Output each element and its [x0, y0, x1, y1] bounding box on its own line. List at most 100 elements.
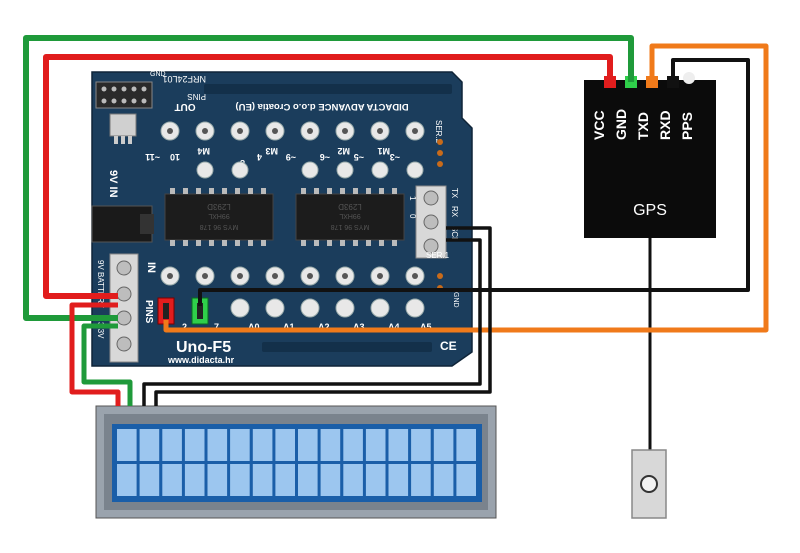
- motor-driver-chip-2: L293D 99HXL MYS 96 178: [295, 188, 405, 246]
- wire-lcd-sda: [154, 226, 492, 406]
- rx-label: RX: [450, 206, 459, 218]
- svg-text:~6: ~6: [320, 152, 330, 162]
- lcd-cell: [184, 429, 205, 461]
- lcd-cell: [388, 429, 409, 461]
- svg-text:VCC: VCC: [591, 110, 607, 140]
- svg-text:0: 0: [408, 214, 417, 219]
- out-label: OUT: [174, 101, 195, 112]
- board-website: www.didacta.hr: [167, 355, 235, 365]
- lcd-cell: [433, 429, 454, 461]
- wires: [23, 35, 769, 406]
- lcd-cell: [207, 429, 228, 461]
- wire-rxd: [198, 58, 750, 306]
- nrf-gnd-label: GND: [150, 71, 166, 78]
- svg-text:~5: ~5: [354, 152, 364, 162]
- lcd-display: [95, 405, 497, 519]
- lcd-cell: [298, 429, 318, 461]
- gnd-label: GND: [452, 292, 459, 308]
- svg-text:A1: A1: [283, 322, 295, 332]
- svg-text:A3: A3: [353, 322, 365, 332]
- battery-label: 9V BATTERY: [96, 260, 105, 309]
- board-pcb: [91, 71, 473, 367]
- svg-text:1: 1: [408, 196, 417, 201]
- wire-lcd-gnd: [81, 323, 133, 406]
- scl-label: SCL: [450, 226, 459, 242]
- pad-row-second: [196, 161, 424, 179]
- lcd-cell: [365, 429, 386, 461]
- svg-text:99HXL: 99HXL: [208, 212, 230, 219]
- lcd-cell: [252, 429, 273, 461]
- wire-txd: [163, 43, 769, 333]
- svg-text:10: 10: [170, 152, 180, 162]
- svg-text:~11: ~11: [145, 152, 160, 162]
- bottom-pin-header: [262, 342, 432, 352]
- svg-text:MYS 96 178: MYS 96 178: [200, 223, 239, 230]
- svg-text:M1: M1: [377, 146, 390, 156]
- gps-label: GPS: [633, 202, 667, 219]
- lcd-cell: [433, 464, 454, 496]
- svg-text:M3: M3: [265, 146, 278, 156]
- antenna-connector: [631, 449, 667, 519]
- lcd-cell: [298, 464, 318, 496]
- lcd-cell: [365, 464, 386, 496]
- svg-text:~9: ~9: [286, 152, 296, 162]
- nrf-module-label: NRF24L01: [162, 74, 206, 84]
- ser1-label: SER.1: [426, 251, 450, 260]
- power-9v-label: 9V IN: [107, 170, 119, 198]
- wire-vcc: [43, 54, 613, 299]
- in-label: IN: [145, 262, 157, 273]
- lcd-cell: [252, 464, 273, 496]
- lcd-cell: [320, 464, 341, 496]
- lcd-cell: [139, 429, 160, 461]
- lcd-cell: [456, 464, 476, 496]
- lcd-cell: [275, 429, 295, 461]
- lcd-cell: [162, 429, 182, 461]
- maker-line: DIDACTA ADVANCE d.o.o Croatia (EU): [235, 101, 408, 112]
- lcd-cell: [162, 464, 182, 496]
- svg-text:TXD: TXD: [635, 112, 651, 140]
- wire-lcd-scl: [142, 238, 482, 406]
- v33-label: 3.3V: [96, 322, 105, 339]
- svg-text:RXD: RXD: [657, 110, 673, 140]
- gps-pin-labels: VCC GND TXD RXD PPS: [591, 109, 695, 140]
- lcd-cell: [411, 464, 431, 496]
- lcd-character-cells: [117, 429, 476, 496]
- lcd-cell: [117, 464, 137, 496]
- lcd-cell: [117, 429, 137, 461]
- svg-text:L293D: L293D: [338, 202, 362, 211]
- uno-f5-board: NRF24L01 PINS GND DIDACTA ADVANCE d.o.o …: [91, 71, 473, 367]
- svg-text:GND: GND: [613, 109, 629, 140]
- lcd-cell: [456, 429, 476, 461]
- pins-label: PINS: [143, 300, 154, 324]
- voltage-regulator: [109, 113, 137, 137]
- svg-text:A5: A5: [420, 322, 432, 332]
- gps-module: VCC GND TXD RXD PPS GPS: [584, 72, 716, 238]
- lcd-cell: [388, 464, 409, 496]
- nrf-pins-label: PINS: [187, 92, 206, 101]
- lcd-cell: [320, 429, 341, 461]
- svg-text:A2: A2: [318, 322, 330, 332]
- tx-label: TX: [450, 188, 459, 199]
- svg-text:M4: M4: [197, 146, 210, 156]
- svg-text:4: 4: [257, 152, 262, 162]
- svg-text:~3: ~3: [390, 152, 400, 162]
- lcd-cell: [139, 464, 160, 496]
- wire-lcd-vcc: [69, 302, 121, 406]
- svg-text:7: 7: [214, 322, 219, 332]
- motor-driver-chip-1: L293D 99HXL MYS 96 178: [164, 188, 274, 246]
- svg-text:A4: A4: [388, 322, 400, 332]
- lcd-cell: [275, 464, 295, 496]
- svg-text:M2: M2: [337, 146, 350, 156]
- lcd-cell: [230, 429, 250, 461]
- lcd-cell: [411, 429, 431, 461]
- board-name: Uno-F5: [176, 339, 231, 356]
- wire-gnd: [23, 35, 634, 321]
- lcd-cell: [343, 429, 363, 461]
- analog-labels: 2 7 A0 A1 A2 A3 A4 A5: [182, 322, 432, 332]
- svg-text:MYS 96 178: MYS 96 178: [331, 223, 370, 230]
- lcd-cell: [207, 464, 228, 496]
- svg-text:PPS: PPS: [679, 112, 695, 140]
- ce-mark: CE: [440, 339, 457, 353]
- svg-text:L293D: L293D: [207, 202, 231, 211]
